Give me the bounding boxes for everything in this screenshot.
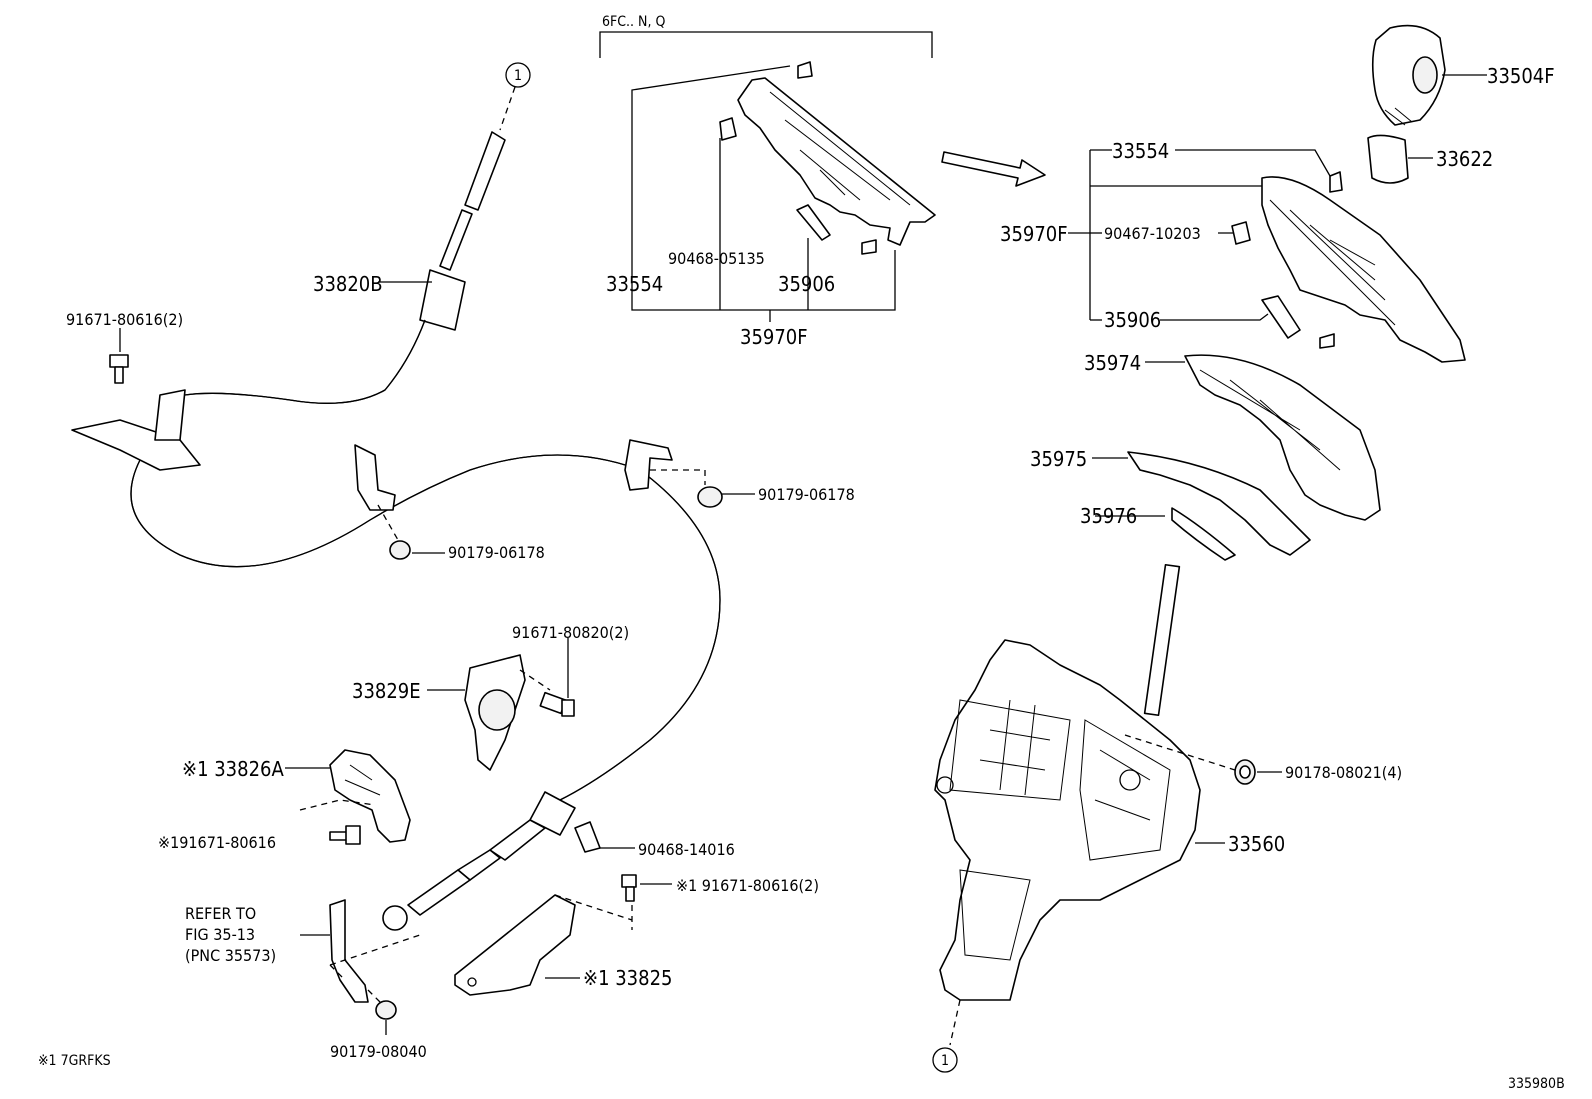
- label-90178-08021-4: 90178-08021(4): [1285, 763, 1402, 782]
- trim-panel-35970F-left: [719, 61, 936, 255]
- panel-35976: [1095, 507, 1236, 561]
- label-33504F: 33504F: [1487, 64, 1555, 88]
- knob-base-33622: [1367, 134, 1409, 184]
- label-35974: 35974: [1084, 351, 1141, 375]
- label-33554-left: 33554: [606, 272, 663, 296]
- bolt-91671-80820: [539, 691, 575, 717]
- right-35970F-leaders: [1068, 149, 1331, 321]
- shift-lever-assembly-33560: [934, 563, 1201, 1001]
- clamp-bracket-left: [354, 444, 396, 511]
- label-35976: 35976: [1080, 504, 1137, 528]
- label-33825: ※1 33825: [583, 966, 672, 990]
- label-33826A: ※1 33826A: [182, 757, 284, 781]
- clip-90179-06178-a: [389, 540, 411, 560]
- clip-90179-08040: [375, 1000, 397, 1020]
- label-33820B: 33820B: [313, 272, 383, 296]
- bolt-91671-80616-single: [329, 825, 361, 845]
- svg-text:1: 1: [941, 1053, 949, 1069]
- bracket-33826A: [329, 749, 411, 843]
- group-bracket: 6FC.. N, Q: [599, 14, 933, 58]
- label-35970F-right: 35970F: [1000, 222, 1068, 246]
- label-33829E: 33829E: [352, 679, 421, 703]
- label-35906-right: 35906: [1104, 308, 1161, 332]
- label-91671-80616-single: ※191671-80616: [158, 833, 276, 852]
- label-35975: 35975: [1030, 447, 1087, 471]
- panel-35974: [1145, 354, 1381, 521]
- cover-33825: [454, 894, 576, 996]
- label-90179-06178-a: 90179-06178: [448, 543, 545, 562]
- group-header-text: 6FC.. N, Q: [602, 14, 665, 30]
- circle-1-top: 1: [505, 62, 531, 88]
- control-cable-33820B: [71, 131, 721, 931]
- refer-to-line-1: REFER TO: [185, 904, 256, 923]
- shift-knob-33504F: [1371, 24, 1446, 126]
- label-90467-10203: 90467-10203: [1104, 224, 1201, 243]
- refer-to-line-3: (PNC 35573): [185, 946, 276, 965]
- left-35970F-leaders: [631, 65, 896, 322]
- label-35906-left: 35906: [778, 272, 835, 296]
- bolt-91671-80616-top: [109, 354, 129, 384]
- label-35970F-left: 35970F: [740, 325, 808, 349]
- label-33560: 33560: [1228, 832, 1285, 856]
- label-33554-right: 33554: [1112, 139, 1169, 163]
- panel-35975: [1092, 451, 1311, 556]
- nut-90178-08021: [1234, 759, 1256, 785]
- svg-text:1: 1: [514, 68, 522, 84]
- footnote: ※1 7GRFKS: [38, 1053, 111, 1069]
- direction-arrow: [941, 151, 1046, 187]
- label-91671-80616-2-top: 91671-80616(2): [66, 310, 183, 329]
- bracket-refer: [329, 899, 369, 1003]
- label-91671-80616-2-bottom: ※1 91671-80616(2): [676, 876, 819, 895]
- bracket-33829E: [464, 654, 526, 771]
- circle-1-bottom: 1: [932, 1047, 958, 1073]
- refer-to-line-2: FIG 35-13: [185, 925, 255, 944]
- label-90468-14016: 90468-14016: [638, 840, 735, 859]
- figure-code: 335980B: [1508, 1076, 1565, 1092]
- clamp-bracket-right: [624, 439, 673, 491]
- label-90468-05135: 90468-05135: [668, 249, 765, 268]
- label-90179-08040: 90179-08040: [330, 1042, 427, 1061]
- label-90179-06178-b: 90179-06178: [758, 485, 855, 504]
- bolt-91671-80616-bottom: [621, 874, 637, 902]
- trim-panel-35970F-right: [1231, 171, 1466, 363]
- label-91671-80820-2: 91671-80820(2): [512, 623, 629, 642]
- clip-90179-06178-b: [697, 486, 723, 508]
- label-33622: 33622: [1436, 147, 1493, 171]
- clip-90468-14016: [574, 821, 601, 853]
